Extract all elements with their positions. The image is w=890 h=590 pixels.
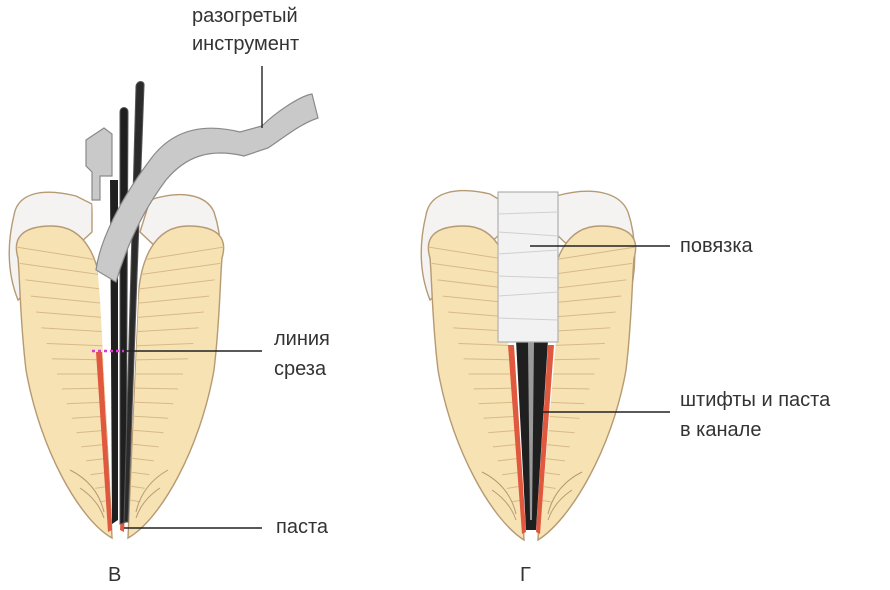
spreader xyxy=(85,127,113,201)
label-heated-instrument-line1: разогретый xyxy=(192,5,298,27)
panel-label-right: Г xyxy=(520,564,531,586)
heated-instrument xyxy=(95,93,319,283)
dentin-left-half xyxy=(15,225,113,540)
apex-lines-right-2 xyxy=(547,471,583,521)
dentin-right-half xyxy=(127,225,225,540)
paste-lining-right xyxy=(508,345,526,534)
label-cut-line-1: линия xyxy=(274,328,330,350)
dentin-right-half-2 xyxy=(537,225,637,542)
paste-lining-left xyxy=(96,352,112,532)
temporary-dressing xyxy=(497,191,559,343)
tooth-left xyxy=(8,81,319,540)
apex-lines-left-2 xyxy=(481,471,517,521)
label-dressing: повязка xyxy=(680,235,753,257)
apex-lines-left xyxy=(69,469,105,519)
posts-in-canal-highlight xyxy=(528,342,534,520)
paste-lining-right-b xyxy=(536,345,554,534)
label-cut-line-2: среза xyxy=(274,358,327,380)
label-posts-line1: штифты и паста xyxy=(680,389,831,411)
tooth-right xyxy=(420,189,637,542)
apex-lines-right xyxy=(135,469,169,519)
label-posts-line2: в канале xyxy=(680,419,762,441)
label-paste: паста xyxy=(276,516,329,538)
panel-label-left: В xyxy=(108,564,122,586)
label-heated-instrument-line2: инструмент xyxy=(192,33,300,55)
